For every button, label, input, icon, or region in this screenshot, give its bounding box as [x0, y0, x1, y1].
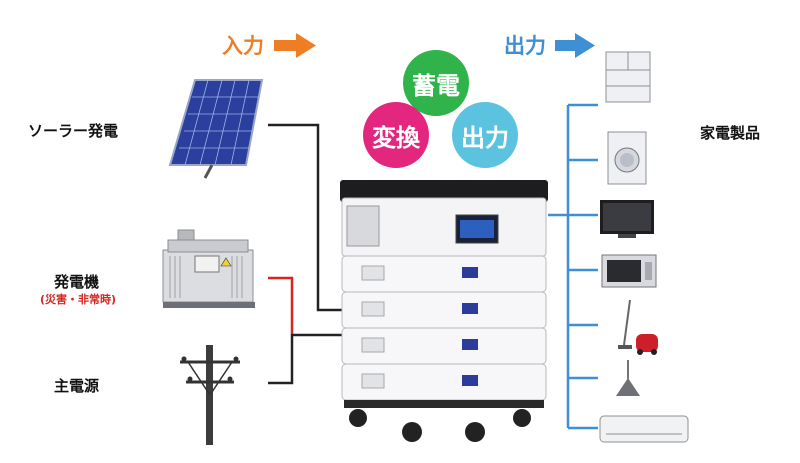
- output-bus: [548, 103, 598, 430]
- solar-label: ソーラー発電: [28, 122, 119, 140]
- utility-pole-icon: [180, 345, 240, 445]
- appliances-label: 家電製品: [700, 124, 761, 142]
- battery-module: [341, 291, 547, 329]
- output-circle: 出力: [452, 102, 518, 168]
- battery-stack-icon: [340, 180, 548, 442]
- input-arrow: [274, 33, 316, 58]
- solar-wire: [268, 123, 350, 312]
- microwave-icon: [601, 254, 657, 288]
- battery-module: [341, 255, 547, 293]
- solar-panel-icon: [168, 79, 264, 179]
- generator-wire: [268, 276, 294, 335]
- generator-icon: [162, 229, 255, 308]
- input-label: 入力: [222, 34, 264, 58]
- battery-module: [341, 327, 547, 365]
- washing-machine-icon: [607, 131, 647, 185]
- mains-wire: [268, 333, 350, 385]
- battery-module: [341, 363, 547, 401]
- convert-circle: 変換: [363, 102, 429, 168]
- output-label: 出力: [504, 34, 546, 58]
- air-conditioner-icon: [599, 415, 689, 443]
- storage-circle: 蓄電: [403, 50, 469, 116]
- vacuum-icon: [618, 299, 658, 355]
- generator-label: 発電機: [54, 273, 100, 291]
- pendant-lamp-icon: [616, 360, 640, 396]
- generator-note: (災害・非常時): [40, 293, 117, 306]
- refrigerator-icon: [605, 51, 651, 103]
- mains-label: 主電源: [54, 377, 100, 395]
- tv-icon: [600, 200, 654, 238]
- output-arrow: [555, 33, 595, 58]
